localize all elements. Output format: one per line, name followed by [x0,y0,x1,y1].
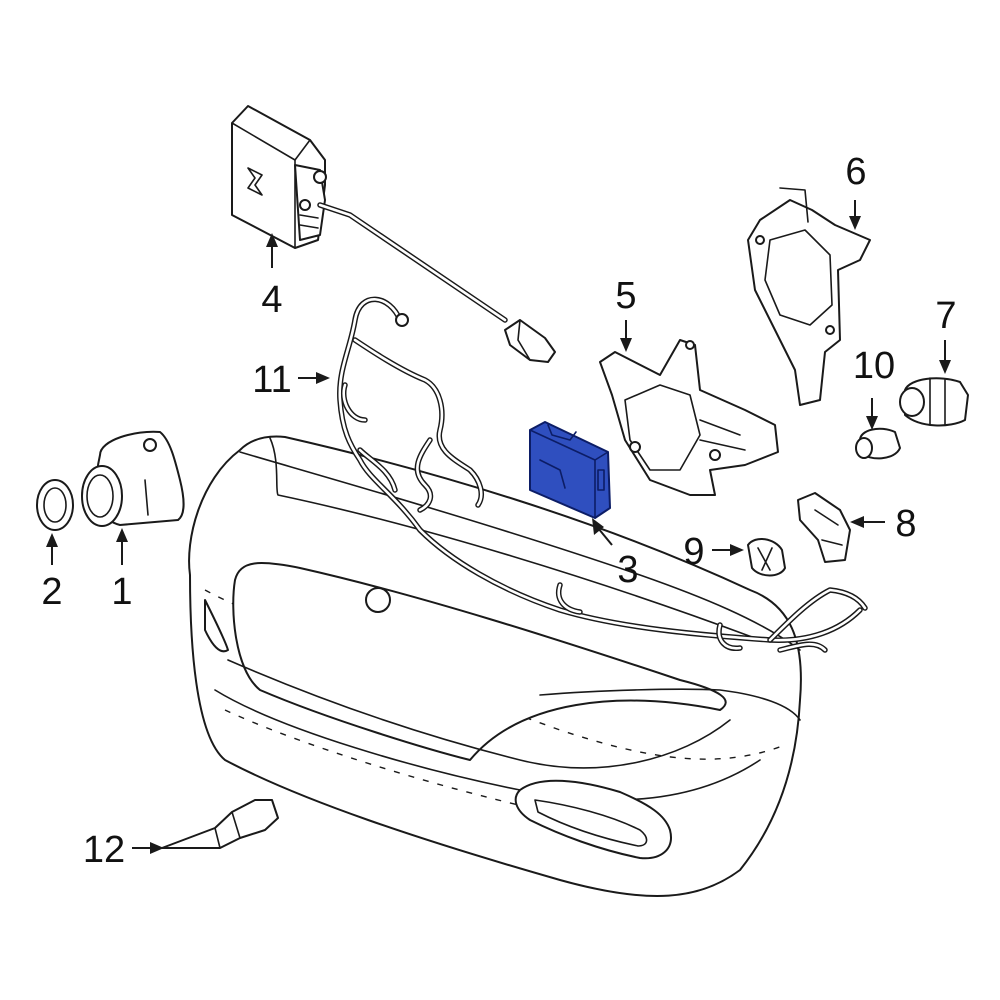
sensor-retainer-9 [747,538,786,577]
callout-label-9: 9 [683,531,704,573]
radar-sensor [231,105,556,363]
callout-arrows [46,200,951,854]
mounting-bracket [747,187,871,406]
control-module [529,421,611,519]
callout-label-1: 1 [111,571,132,613]
callout-label-3: 3 [617,549,638,591]
wiring-harness [337,296,868,653]
temperature-sensor-12 [161,799,279,849]
callout-label-11: 11 [252,359,291,401]
callout-label-7: 7 [935,295,956,337]
callout-label-12: 12 [83,829,125,871]
callout-label-2: 2 [41,571,62,613]
seal-ring [36,479,74,531]
callout-label-5: 5 [615,275,636,317]
sensor-bracket-8 [797,492,851,563]
callout-label-10: 10 [853,345,895,387]
callout-label-8: 8 [895,503,916,545]
parking-sensor-7 [899,377,969,427]
module-bracket [599,339,779,496]
parking-sensor-10 [855,427,901,460]
callout-label-6: 6 [845,151,866,193]
sensor-housing [81,430,185,527]
bumper-cover [188,435,802,898]
callout-label-4: 4 [261,279,282,321]
emblem-mount [365,587,391,613]
